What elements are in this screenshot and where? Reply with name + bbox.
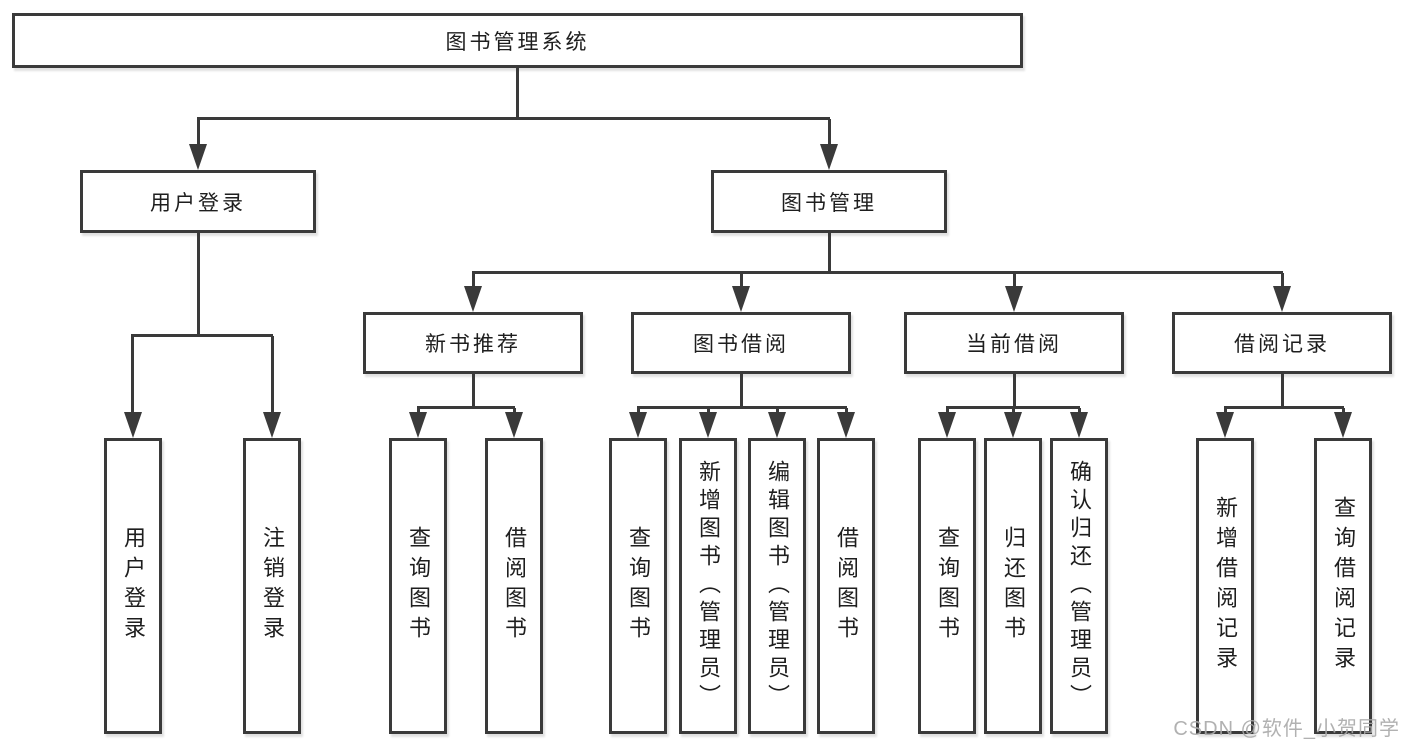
- node-book-borrow: 图书借阅: [631, 312, 851, 374]
- arrow-down-icon: [189, 144, 207, 170]
- connector-line: [1013, 374, 1016, 407]
- connector-line: [417, 406, 515, 409]
- connector-line: [1224, 406, 1344, 409]
- connector-line: [131, 334, 273, 337]
- node-current-borrow: 当前借阅: [904, 312, 1124, 374]
- connector-line: [516, 68, 519, 118]
- arrow-down-icon: [1070, 412, 1088, 438]
- leaf-borrow-books: 借阅图书: [817, 438, 875, 734]
- connector-line: [472, 273, 475, 289]
- arrow-down-icon: [768, 412, 786, 438]
- connector-line: [197, 117, 830, 120]
- arrow-down-icon: [837, 412, 855, 438]
- connector-line: [637, 406, 847, 409]
- arrow-down-icon: [820, 144, 838, 170]
- connector-line: [740, 273, 743, 289]
- leaf-confirm-return-admin: 确认归还（管理员）: [1050, 438, 1108, 734]
- node-user-login: 用户登录: [80, 170, 316, 233]
- connector-line: [472, 271, 1283, 274]
- arrow-down-icon: [263, 412, 281, 438]
- arrow-down-icon: [124, 412, 142, 438]
- connector-line: [828, 233, 831, 273]
- leaf-return-books: 归还图书: [984, 438, 1042, 734]
- connector-line: [131, 336, 134, 414]
- arrow-down-icon: [409, 412, 427, 438]
- leaf-edit-books-admin: 编辑图书（管理员）: [748, 438, 806, 734]
- arrow-down-icon: [1273, 286, 1291, 312]
- arrow-down-icon: [629, 412, 647, 438]
- node-root-system: 图书管理系统: [12, 13, 1023, 68]
- leaf-logout: 注销登录: [243, 438, 301, 734]
- node-book-management: 图书管理: [711, 170, 947, 233]
- leaf-query-books-recommend: 查询图书: [389, 438, 447, 734]
- arrow-down-icon: [1216, 412, 1234, 438]
- connector-line: [828, 119, 831, 146]
- arrow-down-icon: [464, 286, 482, 312]
- connector-line: [946, 406, 1080, 409]
- leaf-borrow-books-recommend: 借阅图书: [485, 438, 543, 734]
- arrow-down-icon: [1334, 412, 1352, 438]
- csdn-watermark: CSDN @软件_小贺同学: [1173, 718, 1400, 740]
- leaf-query-books-borrow: 查询图书: [609, 438, 667, 734]
- connector-line: [472, 374, 475, 407]
- leaf-query-borrow-record: 查询借阅记录: [1314, 438, 1372, 734]
- node-new-book-recommend: 新书推荐: [363, 312, 583, 374]
- connector-line: [197, 233, 200, 335]
- connector-line: [271, 336, 274, 414]
- connector-line: [740, 374, 743, 407]
- leaf-add-books-admin: 新增图书（管理员）: [679, 438, 737, 734]
- connector-line: [1013, 273, 1016, 289]
- arrow-down-icon: [505, 412, 523, 438]
- arrow-down-icon: [699, 412, 717, 438]
- connector-line: [197, 119, 200, 146]
- arrow-down-icon: [1004, 412, 1022, 438]
- arrow-down-icon: [938, 412, 956, 438]
- connector-line: [1281, 374, 1284, 407]
- arrow-down-icon: [1005, 286, 1023, 312]
- leaf-query-books-current: 查询图书: [918, 438, 976, 734]
- connector-line: [1281, 273, 1284, 289]
- arrow-down-icon: [732, 286, 750, 312]
- leaf-add-borrow-record: 新增借阅记录: [1196, 438, 1254, 734]
- node-borrow-record: 借阅记录: [1172, 312, 1392, 374]
- leaf-user-login: 用户登录: [104, 438, 162, 734]
